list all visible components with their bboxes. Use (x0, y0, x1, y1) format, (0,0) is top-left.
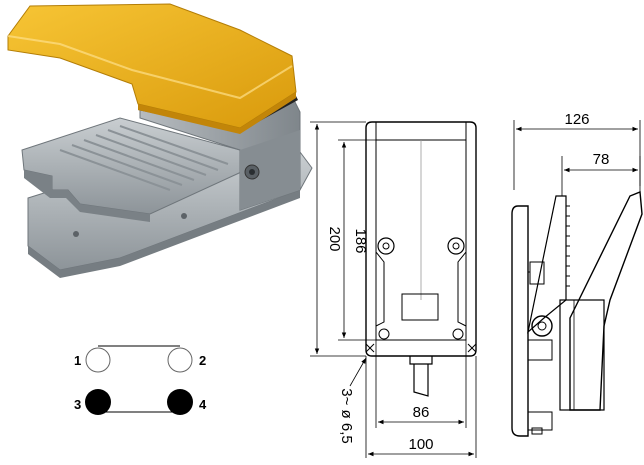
contact-pin-2 (167, 347, 193, 373)
dim-label-186: 186 (352, 228, 369, 253)
contact-pin-1 (85, 347, 111, 373)
contact-pin-4 (167, 389, 193, 415)
contact-diagram: 1 2 3 4 (74, 345, 207, 415)
dimension-200: 200 (310, 121, 366, 357)
dimension-78: 78 (561, 151, 641, 196)
pin-label-3: 3 (74, 397, 81, 412)
contact-pin-3 (85, 389, 111, 415)
dim-label-86: 86 (413, 404, 430, 421)
side-view (511, 191, 643, 437)
cable (413, 364, 429, 397)
screw-bottom-left (378, 328, 390, 340)
dim-label-126: 126 (564, 111, 589, 128)
screw-top-right (447, 237, 465, 255)
dim-label-78: 78 (593, 151, 610, 168)
dimension-holes: 3~ ø 6,5 (338, 357, 367, 444)
pin-label-4: 4 (199, 397, 207, 412)
front-outline (365, 121, 477, 357)
side-housing (559, 299, 605, 411)
dimension-126: 126 (513, 111, 641, 190)
front-view (365, 121, 477, 397)
dimension-186: 186 (338, 139, 376, 341)
cable-gland (409, 356, 433, 365)
side-base-plate (511, 205, 529, 437)
side-hinge (531, 315, 553, 337)
dim-label-200: 200 (326, 226, 343, 251)
dimension-100: 100 (365, 356, 477, 458)
dim-label-holes: 3~ ø 6,5 (338, 388, 355, 443)
dimension-86: 86 (375, 340, 467, 428)
screw-top-left (377, 237, 395, 255)
screw-bottom-right (452, 328, 464, 340)
foot-switch-photo (7, 3, 313, 278)
side-cover (569, 191, 643, 411)
side-pedal (527, 195, 567, 334)
label-window (401, 293, 439, 321)
dim-label-100: 100 (408, 436, 433, 453)
pin-label-1: 1 (74, 353, 81, 368)
pin-label-2: 2 (199, 353, 206, 368)
